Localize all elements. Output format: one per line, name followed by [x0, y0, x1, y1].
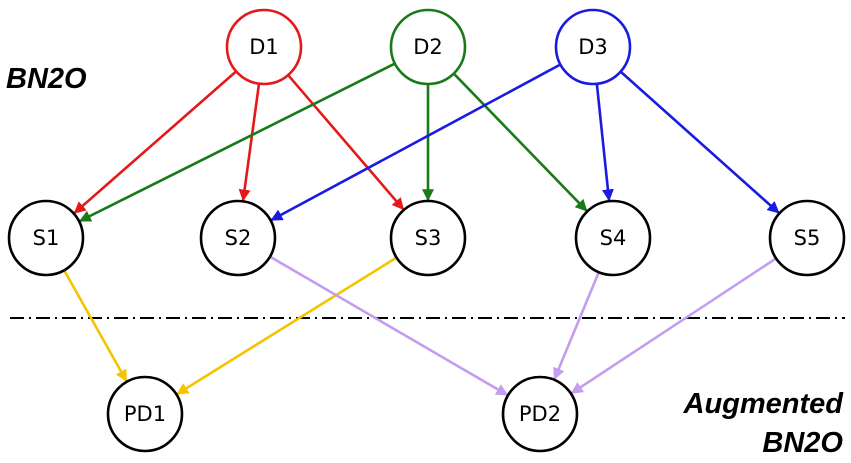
edge-d1-s2 [238, 83, 261, 202]
edge-s1-pd1 [63, 269, 128, 382]
node-circle [389, 8, 467, 86]
node-circle [225, 8, 303, 86]
node-label: S4 [600, 226, 627, 250]
node-label: D1 [249, 35, 279, 59]
augmented-label-line1: Augmented [683, 388, 845, 420]
augmented-label-line2: BN2O [762, 427, 843, 459]
node-pd1: PD1 [106, 375, 184, 453]
node-circle [7, 199, 85, 277]
node-label: D2 [413, 35, 443, 59]
node-label: S2 [225, 226, 252, 250]
edge-d1-s1 [73, 70, 238, 214]
node-label: S3 [415, 226, 442, 250]
node-circle [574, 199, 652, 277]
node-pd2: PD2 [501, 375, 579, 453]
edges [63, 62, 780, 396]
node-circle [199, 199, 277, 277]
node-circle [106, 375, 184, 453]
node-label: D3 [578, 35, 608, 59]
node-label: S5 [794, 226, 821, 250]
edge-d2-s4 [452, 72, 588, 212]
edge-d3-s4 [595, 83, 614, 202]
node-d2: D2 [389, 8, 467, 86]
edge-d2-s1 [78, 62, 396, 223]
node-label: S1 [33, 226, 60, 250]
node-circle [554, 8, 632, 86]
node-s4: S4 [574, 199, 652, 277]
node-s2: S2 [199, 199, 277, 277]
edge-s2-pd2 [269, 255, 509, 396]
edge-s4-pd2 [553, 271, 601, 381]
node-s5: S5 [768, 199, 846, 277]
edge-d3-s2 [270, 63, 562, 222]
node-circle [389, 199, 467, 277]
edge-s3-pd1 [176, 256, 398, 396]
node-d3: D3 [554, 8, 632, 86]
edge-s5-pd2 [570, 257, 777, 395]
node-s3: S3 [389, 199, 467, 277]
node-circle [768, 199, 846, 277]
node-label: PD1 [124, 402, 166, 426]
node-s1: S1 [7, 199, 85, 277]
node-label: PD2 [519, 402, 561, 426]
edge-d3-s5 [619, 70, 780, 214]
edge-d1-s3 [287, 74, 405, 211]
node-circle [501, 375, 579, 453]
node-d1: D1 [225, 8, 303, 86]
bn2o-label: BN2O [6, 63, 87, 95]
